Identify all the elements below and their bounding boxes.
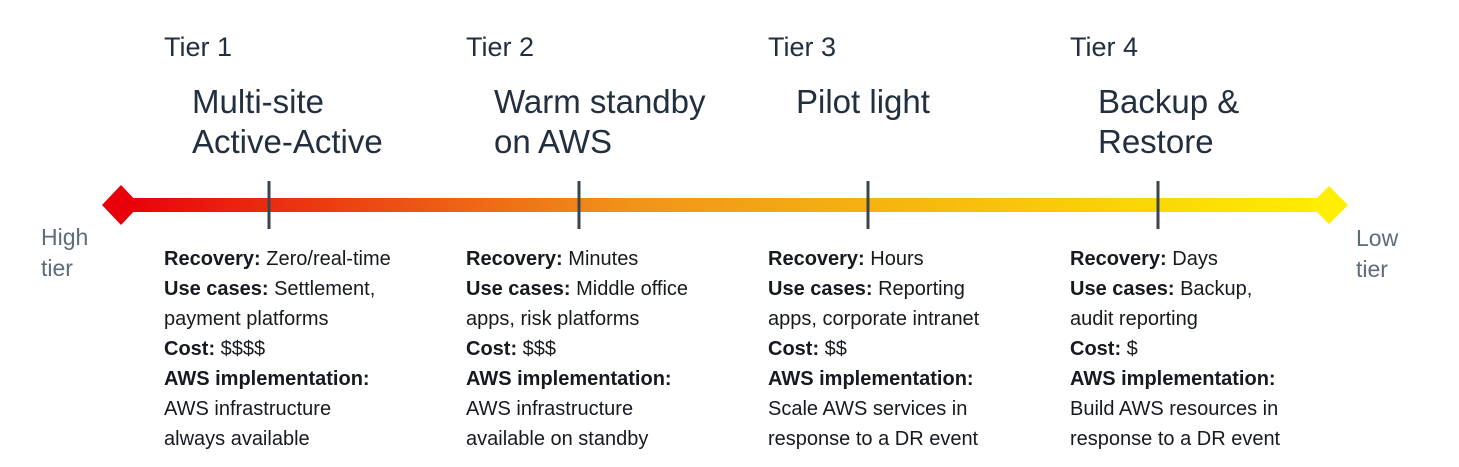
tier-1-aws-implementation: AWS infrastructure [164,398,332,420]
tier-2-recovery: Minutes [568,248,639,270]
tier-1-recovery: Zero/real-time [266,248,391,270]
tier-1-use-cases: Settlement, [274,278,376,300]
tier-3-title: Pilot light [796,83,930,120]
tier-2-cost: $$$ [522,338,557,360]
high-tier-label: High tier [41,224,89,281]
tier-4-aws-implementation: Build AWS resources in [1070,398,1279,420]
tier-3-aws-implementation: Scale AWS services in [768,398,968,420]
tier-2-title: Warm standby on AWS [494,83,706,160]
tier-4-recovery: Days [1172,248,1218,270]
tier-1-details: Recovery: Zero/real-time Use cases: Sett… [164,244,464,454]
tier-2-label: Tier 2 [466,32,535,62]
tier-3-label: Tier 3 [768,32,837,62]
tier-3-details: Recovery: Hours Use cases: Reporting app… [768,244,1068,454]
tier-4-cost: $ [1126,338,1138,360]
scale-bar [118,198,1332,212]
high-tier-diamond [102,185,140,225]
tier-4-label: Tier 4 [1070,32,1139,62]
tier-4-title: Backup & Restore [1098,83,1240,160]
tier-1-label: Tier 1 [164,32,233,62]
tier-4-details: Recovery: Days Use cases: Backup, audit … [1070,244,1370,454]
tier-3-cost: $$ [824,338,847,360]
tier-3-recovery: Hours [870,248,924,270]
low-tier-diamond [1310,186,1348,224]
tier-4-use-cases: Backup, [1180,278,1253,300]
tier-2-aws-implementation: AWS infrastructure [466,398,634,420]
tier-2-use-cases: Middle office [576,278,689,300]
tier-3-use-cases: Reporting [878,278,965,300]
tier-2-details: Recovery: Minutes Use cases: Middle offi… [466,244,766,454]
low-tier-label: Low tier [1356,225,1399,282]
tier-1-cost: $$$$ [220,338,266,360]
tier-1-title: Multi-site Active-Active [192,83,383,160]
